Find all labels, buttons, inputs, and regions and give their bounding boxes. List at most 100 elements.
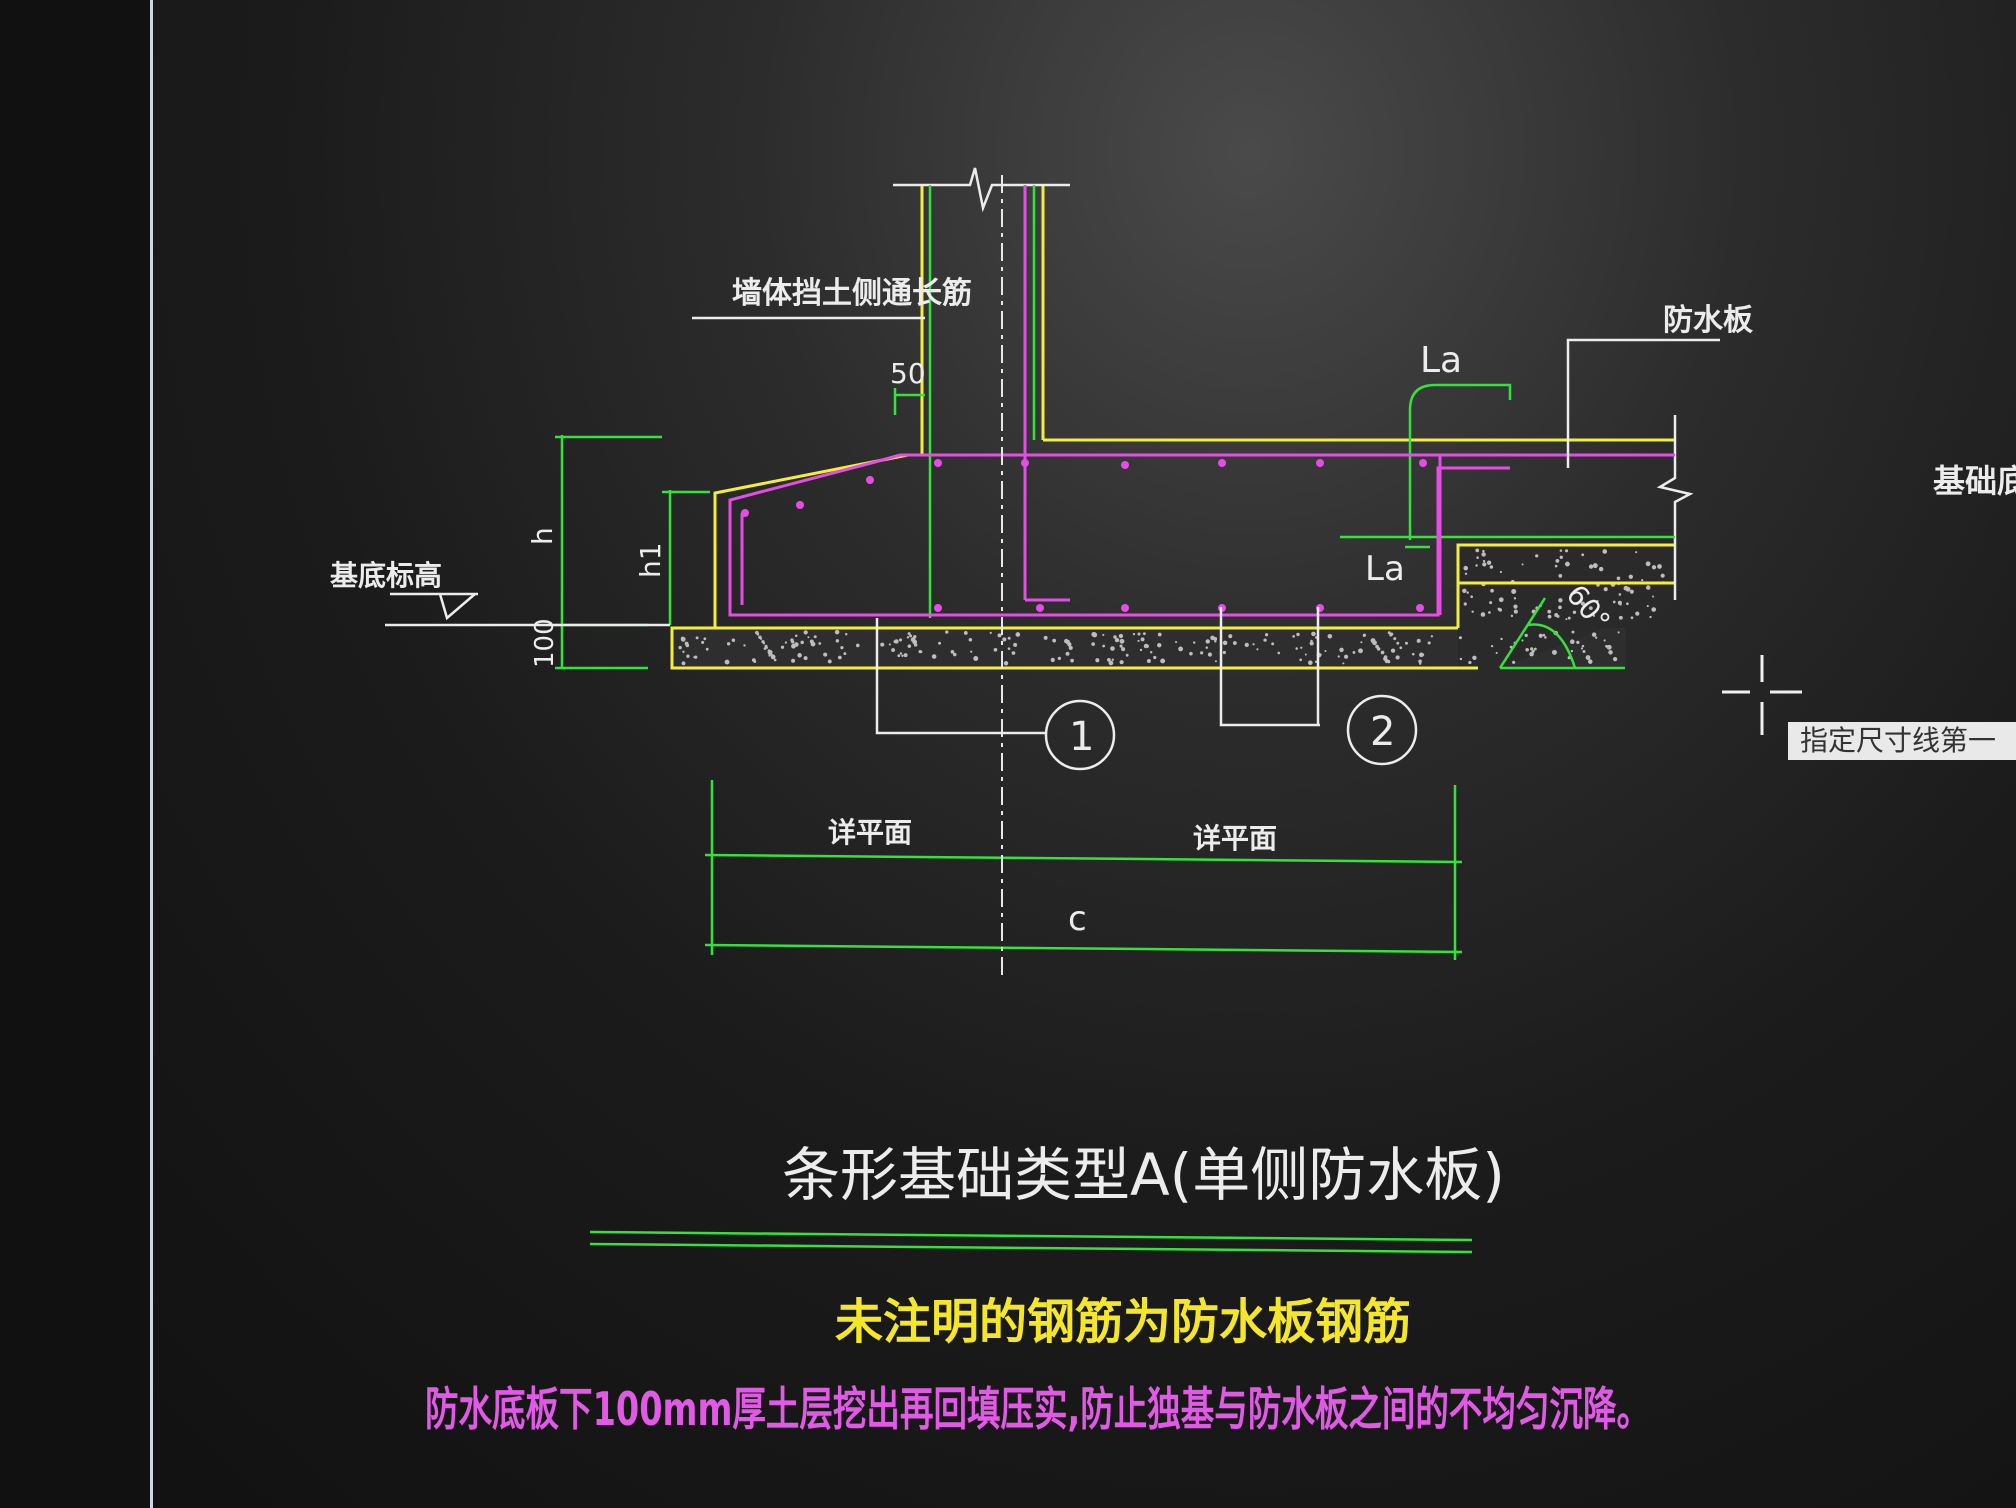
hatch-speckle — [950, 650, 955, 654]
hatch-speckle — [1524, 633, 1528, 637]
hatch-speckle — [1657, 564, 1662, 569]
hatch-speckle — [827, 659, 832, 664]
hatch-speckle — [1529, 651, 1534, 657]
hatch-speckle — [1300, 646, 1303, 649]
hatch-speckle — [1513, 609, 1518, 614]
hatch-speckle — [1459, 657, 1463, 661]
dim-h: h — [526, 527, 559, 545]
rebar-dots — [741, 459, 1427, 612]
hatch-speckle — [1618, 615, 1623, 620]
hatch-speckle — [809, 639, 814, 644]
hatch-speckle — [1558, 573, 1563, 578]
hatch-speckle — [1617, 631, 1620, 634]
hatch-speckle — [1358, 648, 1363, 654]
hatch-speckle — [1137, 632, 1141, 636]
hatch-speckle — [1498, 608, 1503, 612]
hatch-speckle — [1592, 563, 1598, 569]
hatch-speckle — [1594, 636, 1598, 639]
hatch-speckle — [968, 637, 973, 642]
hatch-speckle — [1558, 598, 1563, 603]
hatch-speckle — [1576, 640, 1580, 645]
hatch-speckle — [1513, 597, 1517, 600]
hatch-speckle — [1149, 651, 1153, 654]
dimension-prompt-tooltip: 指定尺寸线第一 — [1788, 722, 2016, 760]
hatch-speckle — [1623, 585, 1629, 591]
hatch-speckle — [797, 653, 802, 658]
hatch-speckle — [1244, 642, 1249, 647]
hatch-speckle — [1296, 632, 1300, 637]
hatch-speckle — [763, 647, 767, 650]
hatch-speckle — [1645, 585, 1651, 590]
hatch-speckle — [1299, 658, 1303, 662]
hatch-speckle — [1139, 648, 1143, 652]
hatch-speckle — [1472, 655, 1477, 661]
hatch-speckle — [1619, 603, 1622, 606]
hatch-speckle — [807, 636, 810, 639]
hatch-speckle — [1264, 633, 1269, 637]
hatch-speckle — [837, 655, 842, 660]
hatch-speckle — [1404, 641, 1408, 645]
hatch-speckle — [1486, 560, 1492, 565]
hatch-speckle — [1588, 659, 1592, 662]
hatch-speckle — [909, 634, 913, 638]
hatch-speckle — [693, 656, 696, 659]
hatch-speckle — [1495, 651, 1498, 654]
hatch-speckle — [1384, 658, 1389, 664]
note-2: 防水底板下100mm厚土层挖出再回填压实,防止独基与防水板之间的不均匀沉降。 — [425, 1382, 1650, 1436]
hatch-speckle — [1571, 630, 1575, 634]
base-elevation-label: 基底标高 — [330, 559, 442, 592]
hatch-speckle — [1480, 612, 1486, 617]
hatch-speckle — [1475, 548, 1480, 553]
hatch-speckle — [1157, 632, 1162, 637]
hatch-speckle — [1207, 652, 1212, 657]
hatch-speckle — [1513, 604, 1518, 609]
hatch-speckle — [1111, 658, 1114, 661]
hatch-speckle — [1160, 658, 1166, 664]
hatch-speckle — [1222, 650, 1227, 655]
hatch-speckle — [1352, 651, 1356, 654]
hatch-speckle — [1205, 646, 1209, 649]
rebar-dot — [1121, 604, 1129, 612]
hatch-speckle — [1043, 635, 1048, 640]
hatch-speckle — [1390, 648, 1396, 653]
hatch-speckle — [1339, 647, 1344, 653]
hatch-speckle — [1157, 643, 1162, 648]
hatch-speckle — [794, 642, 799, 647]
hatch-speckle — [1596, 599, 1599, 603]
hatch-speckle — [1309, 641, 1314, 646]
hatch-speckle — [993, 647, 998, 652]
hatch-speckle — [970, 650, 973, 653]
hatch-speckle — [791, 658, 796, 663]
hatch-speckle — [1629, 589, 1634, 594]
hatch-speckle — [945, 630, 949, 634]
hatch-speckle — [1308, 660, 1313, 666]
hatch-speckle — [1555, 558, 1560, 563]
hatch-speckle — [813, 635, 817, 639]
hatch-speckle — [898, 638, 903, 642]
hatch-speckle — [1067, 642, 1072, 647]
hatch-speckle — [1499, 570, 1503, 574]
hatch-speckle — [1342, 662, 1345, 665]
hatch-speckle — [703, 637, 707, 641]
hatch-speckle — [973, 656, 979, 661]
hatch-speckle — [1618, 593, 1622, 596]
hatch-speckle — [768, 654, 771, 657]
cursor-crosshair — [1722, 655, 1802, 735]
hatch-speckle — [1521, 639, 1524, 642]
hatch-speckle — [1547, 609, 1552, 614]
hatch-speckle — [1482, 562, 1487, 567]
hatch-speckle — [1411, 652, 1415, 656]
hatch-speckle — [903, 653, 908, 658]
hatch-speckle — [899, 652, 903, 655]
hatch-speckle — [1114, 637, 1120, 643]
hatch-speckle — [893, 640, 897, 644]
hatch-speckle — [682, 650, 685, 653]
wall-bar-label: 墙体挡土侧通长筋 — [732, 276, 972, 311]
hatch-speckle — [1337, 655, 1340, 658]
rebar-dot — [934, 459, 942, 467]
rebar-dot — [1036, 604, 1044, 612]
hatch-speckle — [840, 646, 844, 650]
hatch-speckle — [1343, 654, 1349, 659]
hatch-speckle — [1118, 633, 1124, 639]
